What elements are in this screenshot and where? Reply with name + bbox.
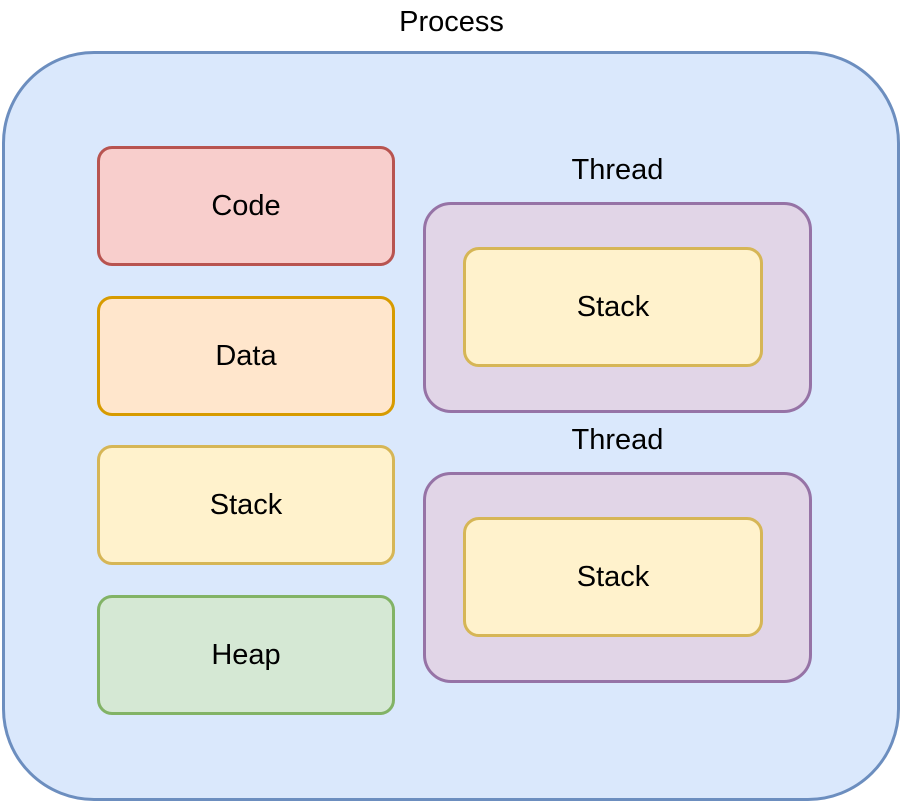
process-title: Process: [399, 6, 504, 38]
thread-1-stack-label: Stack: [576, 290, 650, 323]
thread-2-stack-box: Stack: [463, 517, 763, 637]
thread-2-box: Stack: [423, 472, 812, 683]
heap-box: Heap: [97, 595, 395, 715]
data-box: Data: [97, 296, 395, 416]
code-box: Code: [97, 146, 395, 266]
code-label: Code: [211, 189, 281, 222]
stack-label: Stack: [209, 488, 283, 521]
stack-box: Stack: [97, 445, 395, 565]
thread-1-box: Stack: [423, 202, 812, 413]
thread-1-label: Thread: [571, 154, 664, 186]
process-container: Code Data Stack Heap: [2, 51, 900, 801]
thread-2-stack-label: Stack: [576, 560, 650, 593]
heap-label: Heap: [211, 638, 281, 671]
data-label: Data: [215, 339, 277, 372]
thread-1-stack-box: Stack: [463, 247, 763, 367]
thread-2-label: Thread: [571, 424, 664, 456]
